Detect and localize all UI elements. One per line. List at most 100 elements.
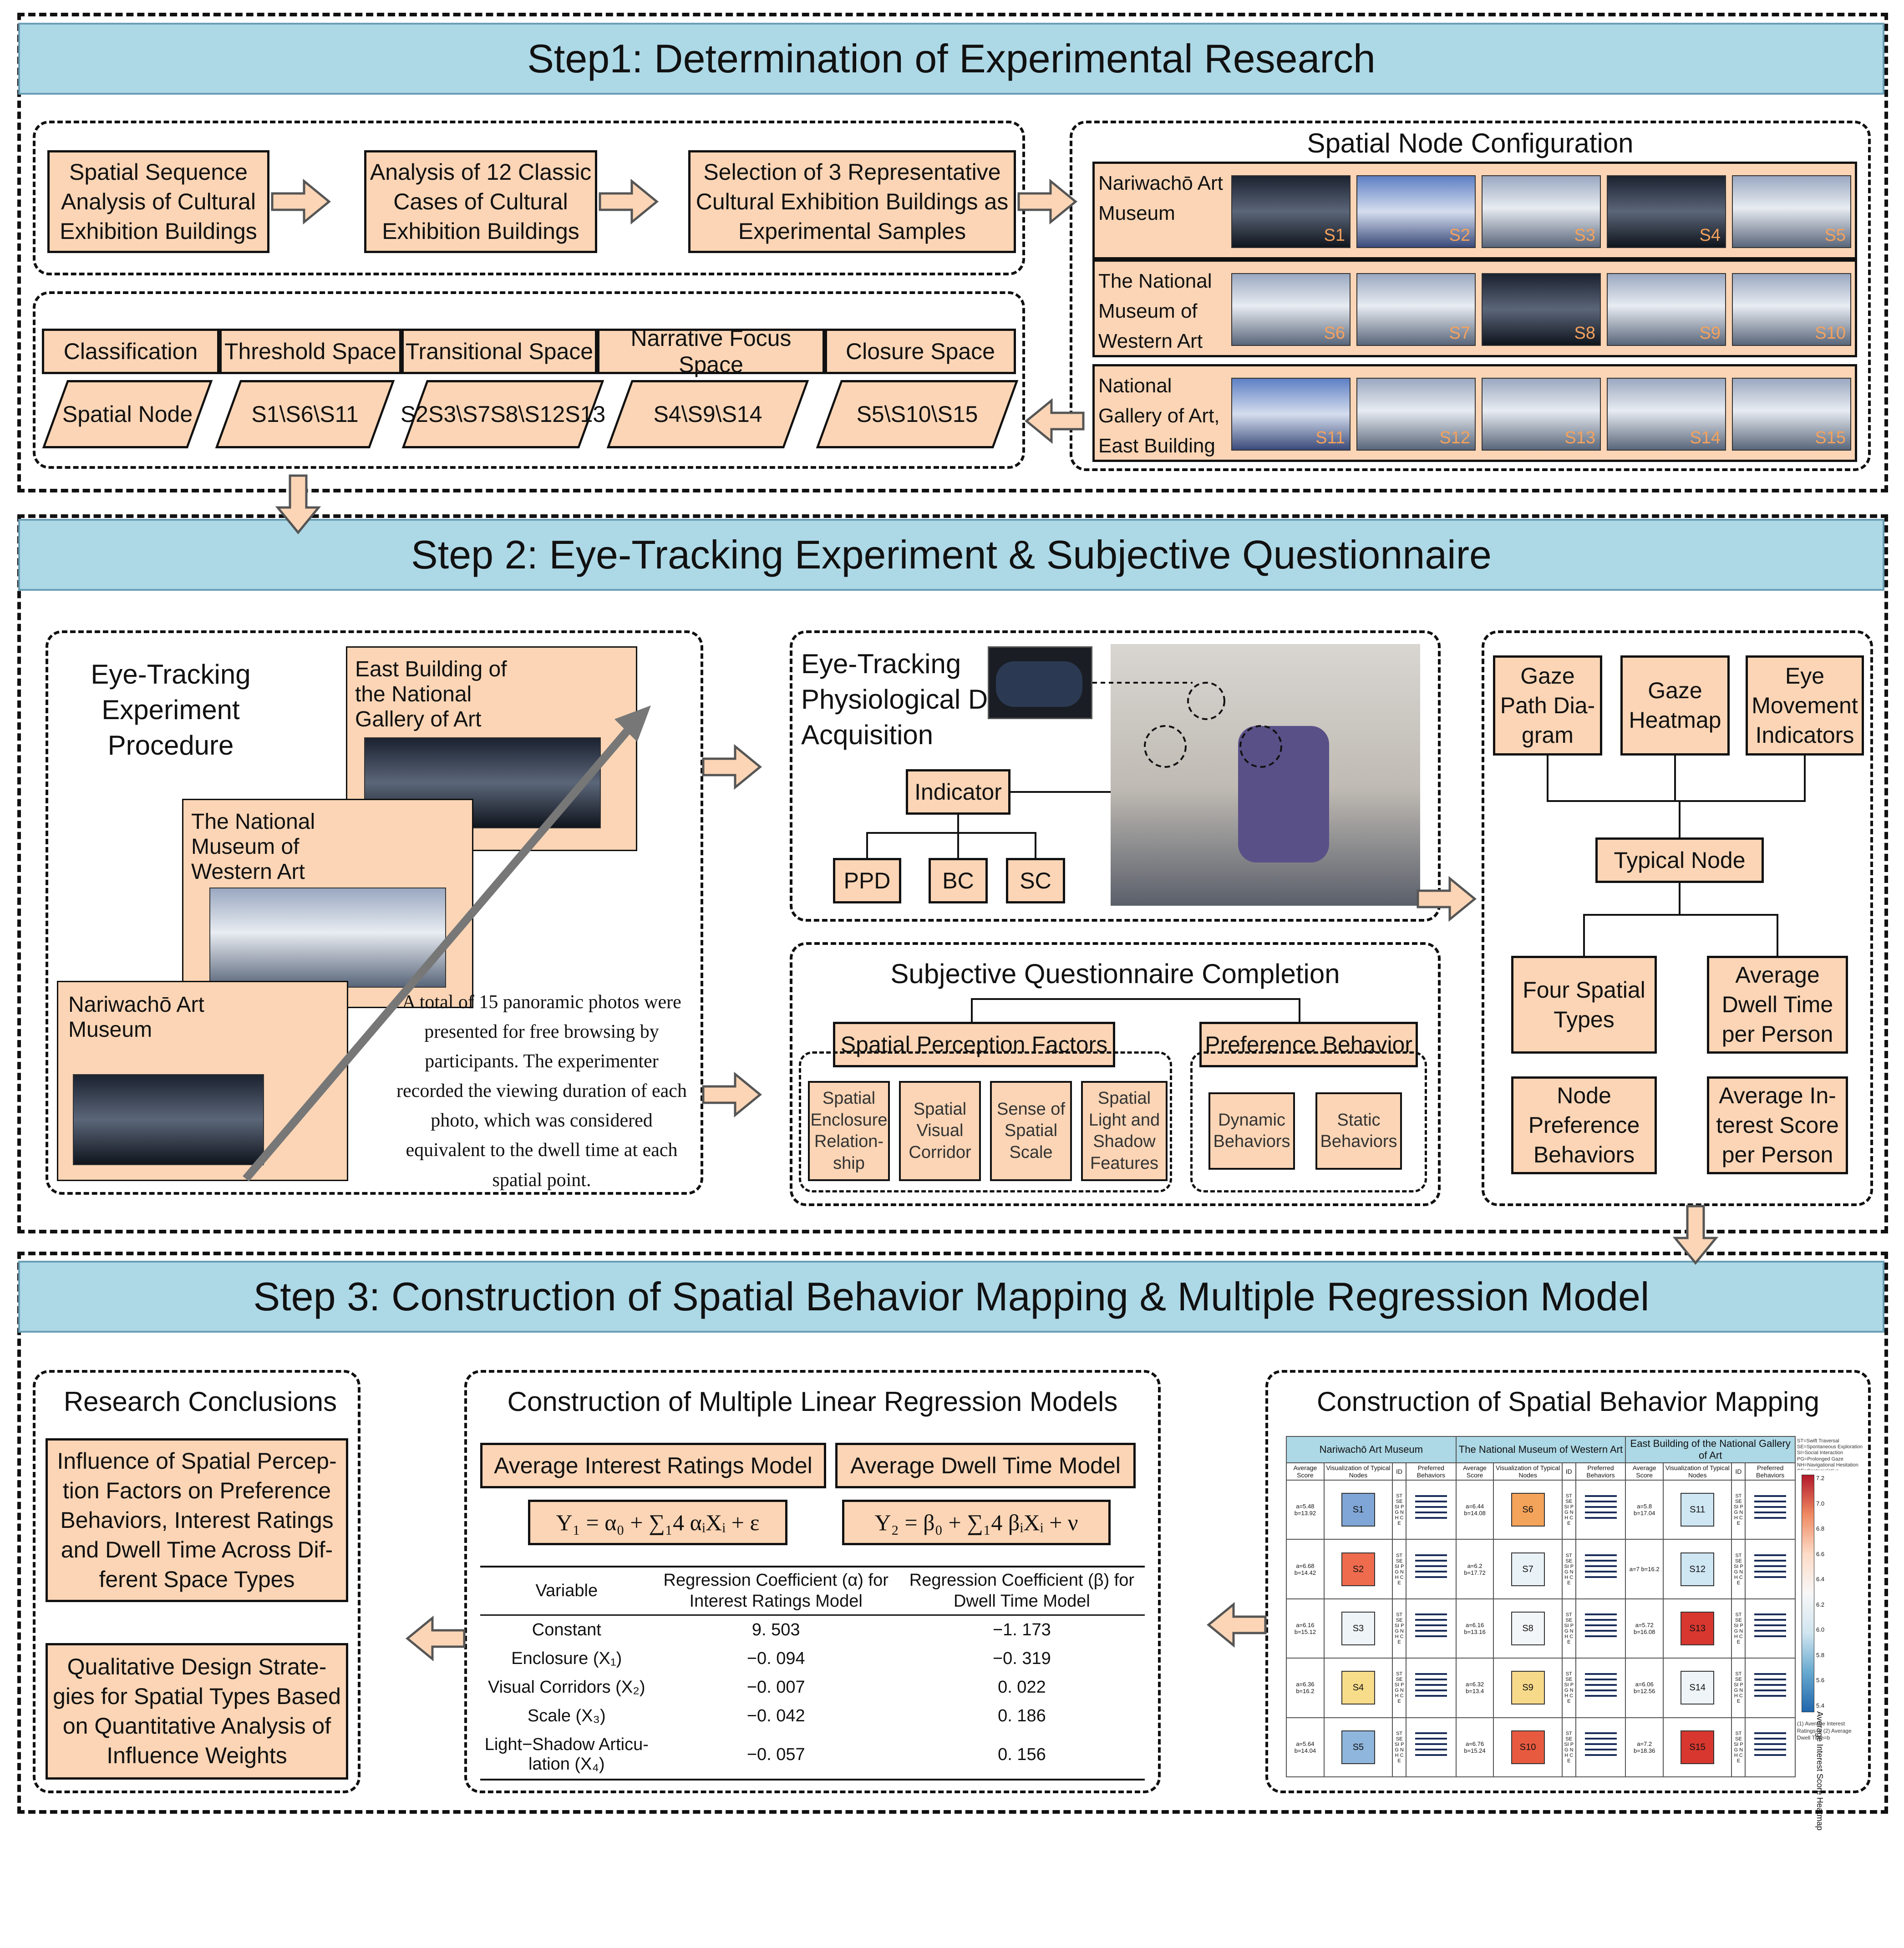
preferred-behaviors-cell — [1406, 1717, 1457, 1778]
mapping-table: Nariwachō Art Museum The National Museum… — [1286, 1436, 1796, 1778]
nariwacho-photo — [73, 1074, 264, 1165]
western-art-label: The National Museum of Western Art — [191, 809, 315, 884]
average-score-cell: a=7.2 b=18.36 — [1625, 1717, 1664, 1778]
mapping-group — [1265, 1370, 1871, 1793]
node-visualization-cell: S2 — [1323, 1539, 1393, 1599]
typical-node-square: S2 — [1341, 1552, 1375, 1586]
node-thumbnail: S12 — [1356, 378, 1476, 451]
node-visualization-cell: S7 — [1493, 1539, 1563, 1599]
behavior-bars — [1754, 1495, 1787, 1522]
node-id-label: S5 — [1824, 226, 1846, 245]
behavior-codes-cell: ST SE SI PG NH CE — [1561, 1539, 1576, 1599]
node-thumbnail: S8 — [1482, 273, 1601, 346]
conclusions-group — [33, 1370, 360, 1793]
legend-title: Average Interest Score Heatmap — [1815, 1711, 1824, 1831]
preferred-behaviors-cell — [1406, 1539, 1457, 1599]
node-id-label: S12 — [1439, 428, 1470, 447]
indicator-box: Indicator — [906, 769, 1010, 815]
average-score-cell: a=6.16 b=15.12 — [1286, 1598, 1325, 1659]
node-id-label: S11 — [1315, 428, 1345, 447]
node-thumbnail: S9 — [1607, 273, 1726, 346]
typical-node-square: S6 — [1511, 1493, 1545, 1527]
node-visualization-cell: S10 — [1493, 1717, 1563, 1778]
behavior-codes-cell: ST SE SI PG NH CE — [1561, 1479, 1576, 1540]
mapping-column-header: Preferred Behaviors — [1406, 1462, 1457, 1481]
legend-tick-label: 5.6 — [1816, 1677, 1825, 1684]
legend-tick-label: 6.4 — [1816, 1576, 1825, 1583]
preferred-behaviors-cell — [1745, 1479, 1796, 1540]
average-score-cell: a=6.44 b=14.08 — [1455, 1479, 1494, 1540]
preferred-behaviors-cell — [1575, 1598, 1626, 1659]
variable-cell: Visual Corridors (X₂) — [488, 1678, 645, 1697]
average-score-cell: a=6.36 b=16.2 — [1286, 1658, 1325, 1718]
conclusions-title: Research Conclusions — [63, 1386, 337, 1417]
node-visualization-cell: S15 — [1663, 1717, 1732, 1778]
behavior-bars — [1754, 1673, 1787, 1700]
beta-cell: 0. 186 — [998, 1706, 1046, 1726]
node-visualization-cell: S12 — [1663, 1539, 1732, 1599]
typical-node-square: S3 — [1341, 1611, 1375, 1645]
ppd-box: PPD — [833, 858, 901, 903]
typical-node-square: S10 — [1511, 1730, 1545, 1764]
step3-section — [17, 1252, 1888, 1814]
behavior-codes-cell: ST SE SI PG NH CE — [1392, 1658, 1407, 1718]
mapping-museum-2: The National Museum of Western Art — [1455, 1436, 1626, 1463]
typical-node-square: S14 — [1681, 1671, 1715, 1705]
node-thumbnail: S7 — [1356, 273, 1476, 346]
node-visualization-cell: S8 — [1493, 1598, 1563, 1659]
narrative-focus-space-header: Narrative Focus Space — [597, 325, 825, 377]
behavior-bars — [1754, 1613, 1787, 1641]
node-thumbnail: S13 — [1482, 378, 1601, 451]
node-visualization-cell: S4 — [1323, 1658, 1393, 1718]
node-thumbnail: S5 — [1732, 175, 1851, 248]
table-row: Enclosure (X₁)−0. 094−0. 319 — [480, 1644, 1145, 1673]
typical-node-square: S5 — [1341, 1730, 1375, 1764]
node-thumbnail: S1 — [1231, 175, 1351, 248]
mapping-column-header: Average Score — [1625, 1462, 1664, 1481]
classification-group — [33, 291, 1025, 469]
behavior-bars — [1584, 1554, 1617, 1582]
variable-cell: Light−Shadow Articu-lation (X₄) — [480, 1730, 653, 1781]
step1-title: Step1: Determination of Experimental Res… — [18, 23, 1884, 95]
preferred-behaviors-cell — [1745, 1658, 1796, 1718]
transitional-space-header: Transitional Space — [401, 329, 597, 374]
node-visualization-cell: S5 — [1323, 1717, 1393, 1778]
regression-table-wrap: Variable Regression Coefficient (α) for … — [480, 1566, 1145, 1784]
behavior-codes-cell: ST SE SI PG NH CE — [1731, 1598, 1746, 1659]
node-thumbnail: S15 — [1732, 378, 1851, 451]
behavior-bars — [1415, 1613, 1447, 1641]
regression-group — [464, 1370, 1161, 1793]
legend-tick-label: 6.6 — [1816, 1550, 1825, 1557]
bc-box: BC — [929, 858, 988, 903]
behavior-codes-cell: ST SE SI PG NH CE — [1392, 1479, 1407, 1540]
alpha-cell: −0. 007 — [746, 1678, 805, 1697]
typical-node-square: S15 — [1681, 1730, 1715, 1764]
mapping-museum-3: East Building of the National Gallery of… — [1625, 1436, 1796, 1463]
light-shadow-factor-box: Spatial Light and Shadow Features — [1081, 1081, 1168, 1181]
preferred-behaviors-cell — [1745, 1539, 1796, 1599]
closure-space-header: Closure Space — [825, 329, 1016, 374]
beta-cell: 0. 156 — [899, 1730, 1145, 1781]
procedure-title: Eye-Tracking Experiment Procedure — [91, 659, 251, 761]
step2-title: Step 2: Eye-Tracking Experiment & Subjec… — [18, 519, 1884, 591]
visual-corridor-factor-box: Spatial Visual Corridor — [899, 1081, 981, 1181]
typical-node-square: S11 — [1681, 1493, 1715, 1527]
node-thumbnail: S11 — [1231, 378, 1351, 451]
behavior-codes-cell: ST SE SI PG NH CE — [1392, 1539, 1407, 1599]
preference-subgroup — [1190, 1051, 1427, 1192]
behavior-bars — [1415, 1673, 1447, 1700]
nariwacho-label: Nariwachō Art Museum — [68, 993, 204, 1042]
behavior-codes-cell: ST SE SI PG NH CE — [1731, 1539, 1746, 1599]
step1-section — [17, 13, 1888, 492]
interest-formula-box: Y₁ = α₀ + ∑₁4 αᵢXᵢ + ε — [528, 1500, 787, 1545]
beta-cell: 0. 022 — [998, 1678, 1046, 1697]
flow-box-2: Analysis of 12 Classic Cases of Cultural… — [364, 150, 597, 253]
average-score-cell: a=5.8 b=17.04 — [1625, 1479, 1664, 1540]
variable-cell: Scale (X₃) — [527, 1706, 606, 1726]
mapping-column-header: Visualization of Typical Nodes — [1493, 1462, 1563, 1481]
node-visualization-cell: S3 — [1323, 1598, 1393, 1659]
